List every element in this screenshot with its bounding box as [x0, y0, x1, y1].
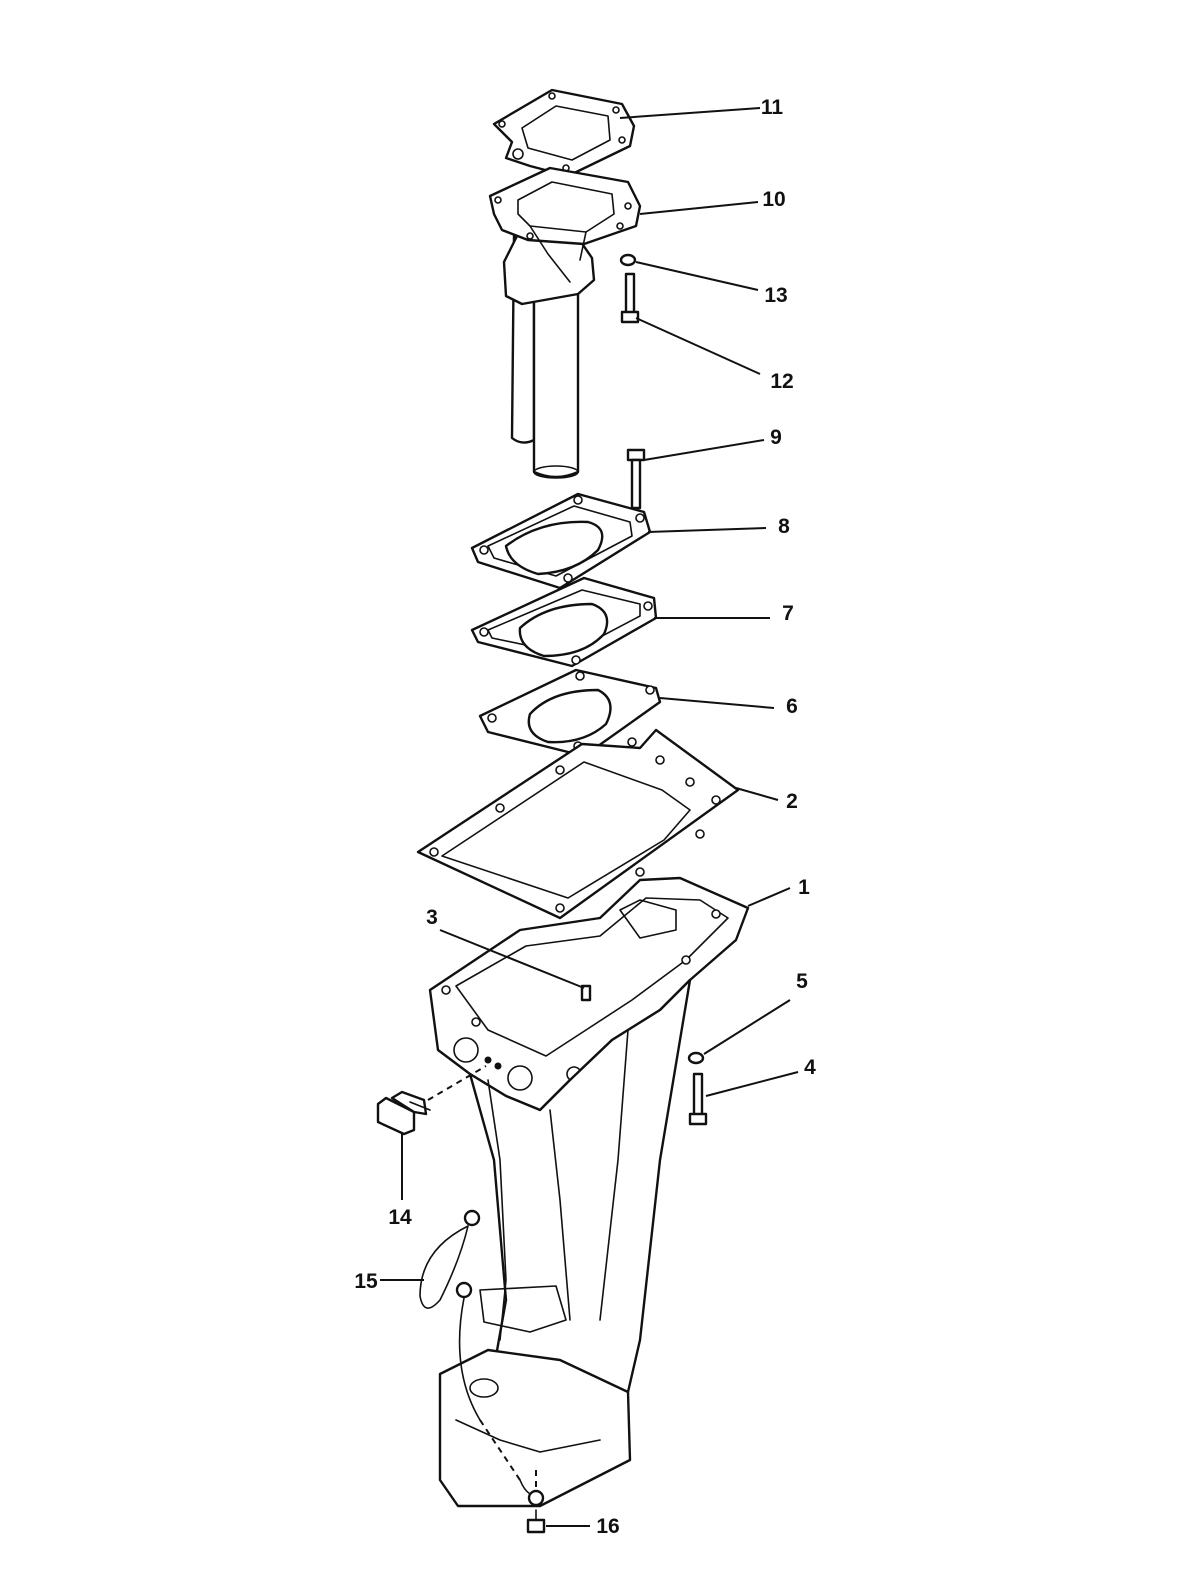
callout-15: 15 [354, 1270, 378, 1293]
plate-screw-drawing [626, 448, 646, 510]
callout-16: 16 [596, 1515, 619, 1538]
exhaust-tube-gasket-drawing [492, 88, 636, 178]
housing-gasket-drawing [416, 728, 740, 920]
callout-8: 8 [778, 515, 790, 538]
leader-9 [643, 439, 765, 461]
ground-wire-drawing [419, 1209, 545, 1507]
lower-plate-gasket-drawing [478, 668, 662, 758]
exhaust-tube-screw-drawing [620, 272, 640, 324]
leader-11 [619, 107, 761, 119]
callout-6: 6 [786, 695, 798, 718]
leader-2 [735, 787, 779, 801]
callout-numbers: 11 10 13 12 9 8 7 6 2 1 3 5 4 14 15 16 [354, 96, 816, 1538]
callout-4: 4 [804, 1056, 816, 1079]
callout-5: 5 [796, 970, 808, 993]
adapter-plate-drawing [470, 576, 658, 668]
callout-13: 13 [764, 284, 787, 307]
leader-5 [703, 999, 791, 1055]
exhaust-tube-washer-drawing [619, 253, 637, 267]
callout-10: 10 [762, 188, 785, 211]
callout-9: 9 [770, 426, 782, 449]
upper-plate-gasket-drawing [470, 492, 652, 590]
leader-lines [380, 107, 799, 1527]
drive-shaft-housing-drawing [428, 876, 750, 1508]
leader-3 [439, 929, 585, 989]
callout-14: 14 [388, 1206, 412, 1229]
leader-6 [659, 697, 775, 709]
fitting-connector-drawing [376, 1065, 487, 1136]
callout-2: 2 [786, 790, 798, 813]
callout-11: 11 [761, 96, 784, 119]
callout-1: 1 [798, 876, 810, 899]
ground-screw-drawing [526, 1509, 546, 1534]
callout-12: 12 [770, 370, 793, 393]
leader-8 [647, 527, 767, 533]
exhaust-tube-drawing [488, 166, 642, 479]
leader-12 [635, 317, 761, 375]
callout-3: 3 [426, 906, 438, 929]
leader-1 [747, 887, 791, 907]
housing-screw-drawing [688, 1072, 708, 1126]
housing-washer-drawing [687, 1051, 705, 1065]
callout-7: 7 [782, 602, 794, 625]
leader-10 [639, 201, 759, 215]
leader-4 [705, 1071, 799, 1097]
leader-13 [635, 261, 759, 291]
dowel-pin-drawing [580, 984, 592, 1002]
